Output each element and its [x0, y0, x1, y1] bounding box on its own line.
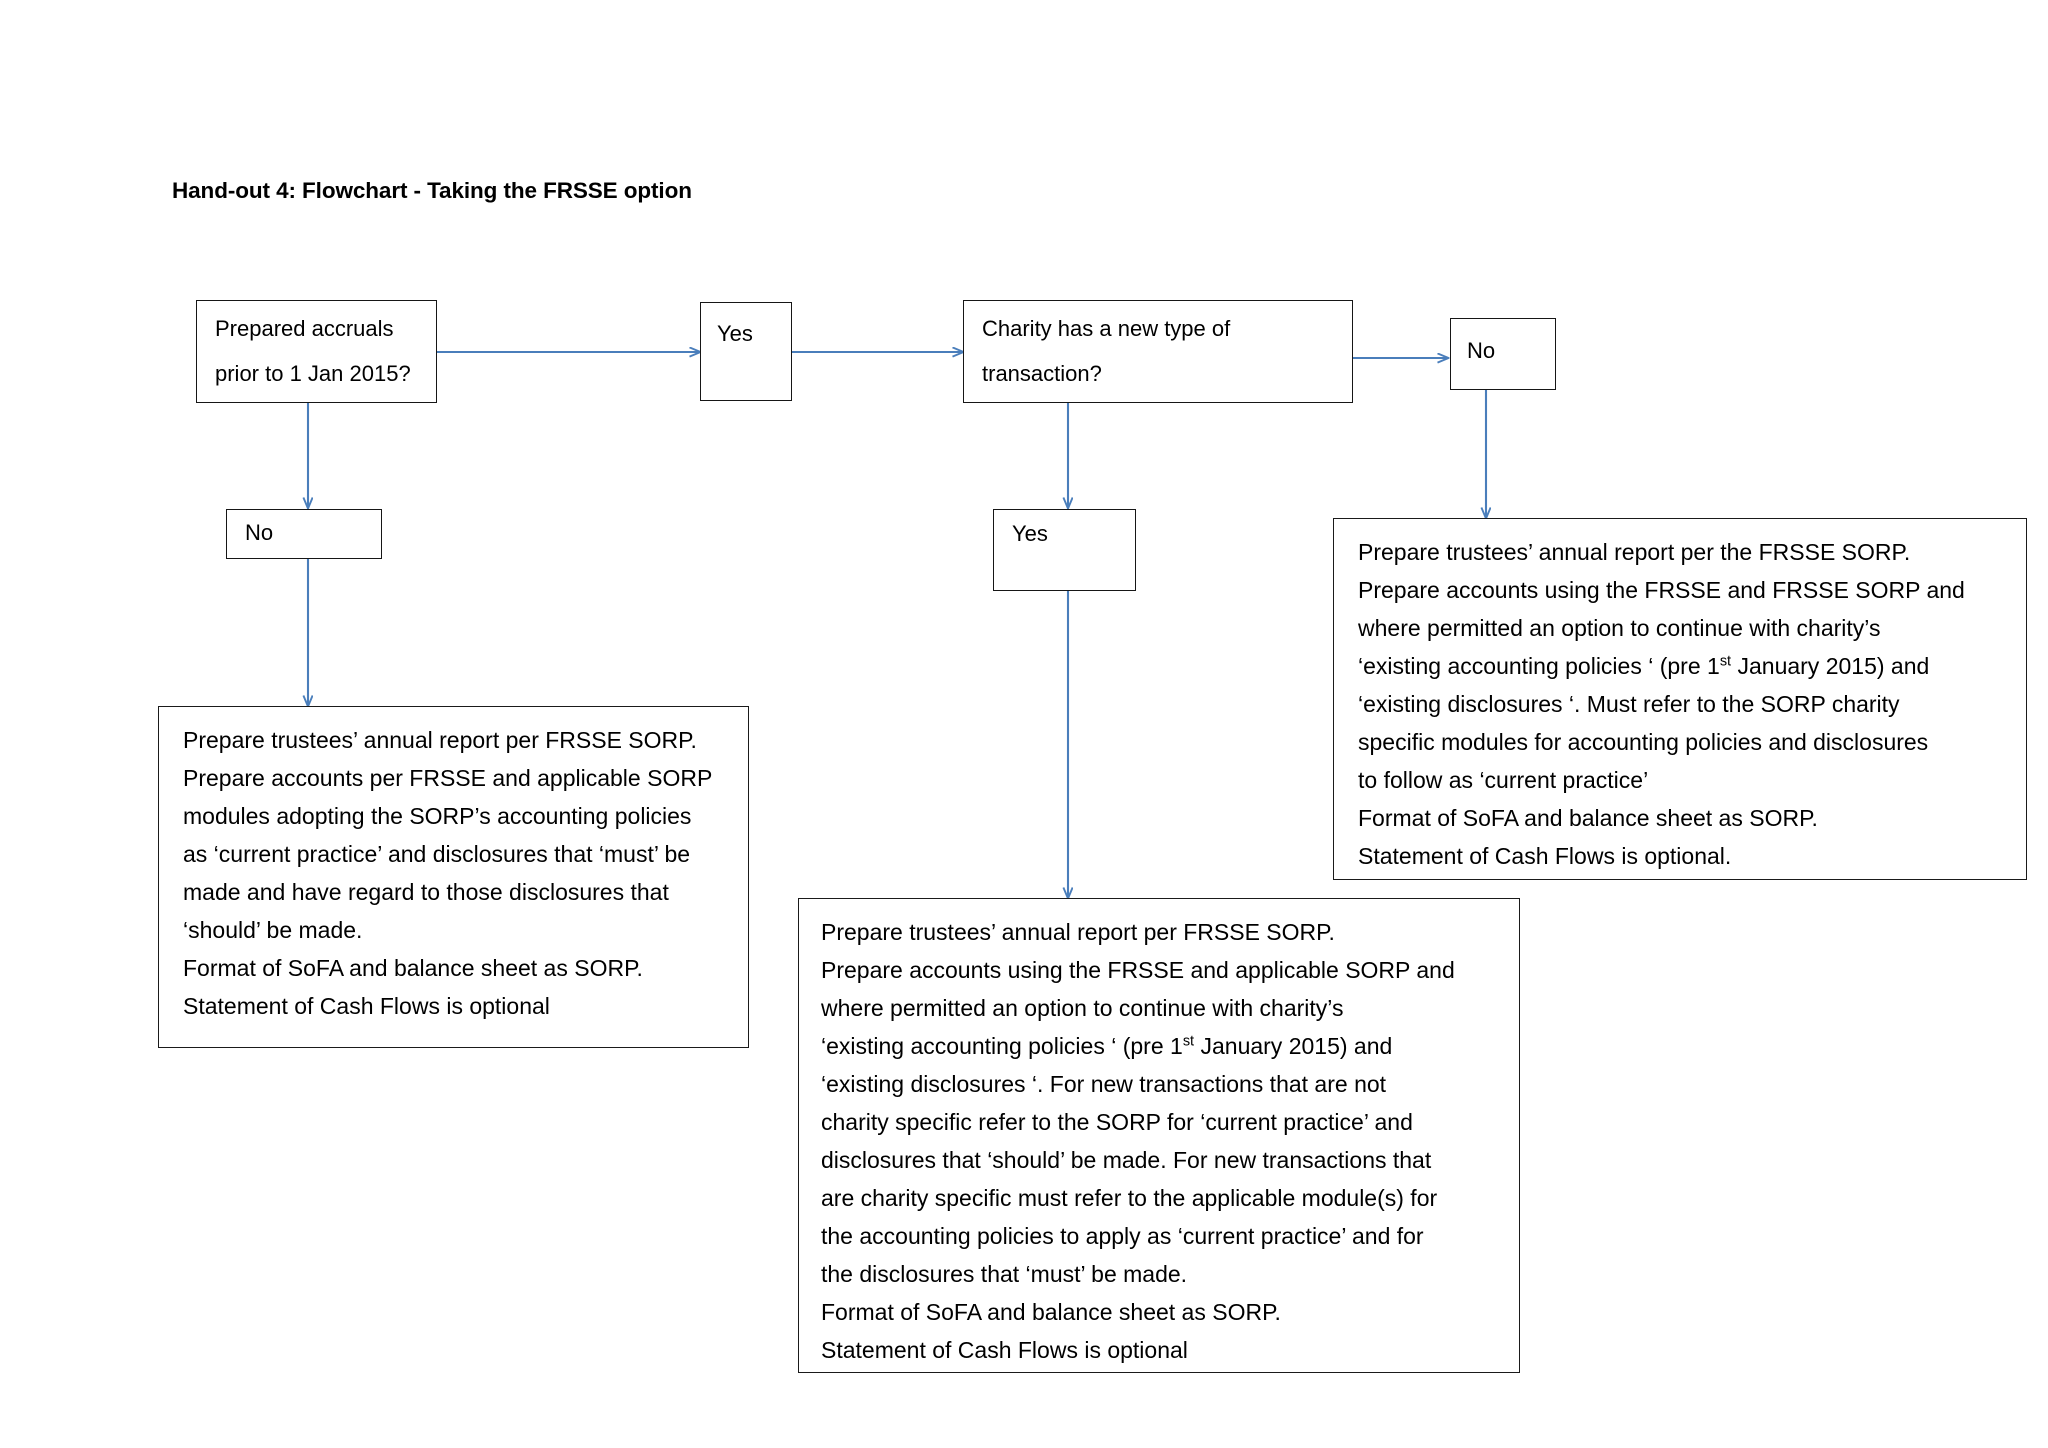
charity-question-line1: Charity has a new type of: [982, 316, 1231, 341]
node-yes-top[interactable]: Yes: [700, 302, 792, 401]
yes-middle-label: Yes: [1012, 521, 1048, 546]
charity-question-line2: transaction?: [982, 361, 1102, 386]
no-left-label: No: [245, 520, 274, 545]
outcome-center-text: Prepare trustees’ annual report per FRSS…: [821, 919, 1455, 1363]
node-yes-middle[interactable]: Yes: [993, 509, 1136, 591]
start-question-line1: Prepared accruals: [215, 316, 394, 341]
page-title: Hand-out 4: Flowchart - Taking the FRSSE…: [172, 178, 692, 203]
outcome-left-text: Prepare trustees’ annual report per FRSS…: [183, 727, 713, 1019]
node-new-transaction-question[interactable]: Charity has a new type of transaction?: [963, 300, 1353, 403]
no-top-right-label: No: [1467, 338, 1496, 363]
node-no-top-right[interactable]: No: [1450, 318, 1556, 390]
node-start-question[interactable]: Prepared accruals prior to 1 Jan 2015?: [196, 300, 437, 403]
node-outcome-center[interactable]: Prepare trustees’ annual report per FRSS…: [798, 898, 1520, 1373]
outcome-right-text: Prepare trustees’ annual report per the …: [1358, 539, 1965, 869]
node-outcome-left[interactable]: Prepare trustees’ annual report per FRSS…: [158, 706, 749, 1048]
node-no-left[interactable]: No: [226, 509, 382, 559]
start-question-line2: prior to 1 Jan 2015?: [215, 361, 411, 386]
yes-top-label: Yes: [717, 321, 753, 346]
node-outcome-right[interactable]: Prepare trustees’ annual report per the …: [1333, 518, 2027, 880]
